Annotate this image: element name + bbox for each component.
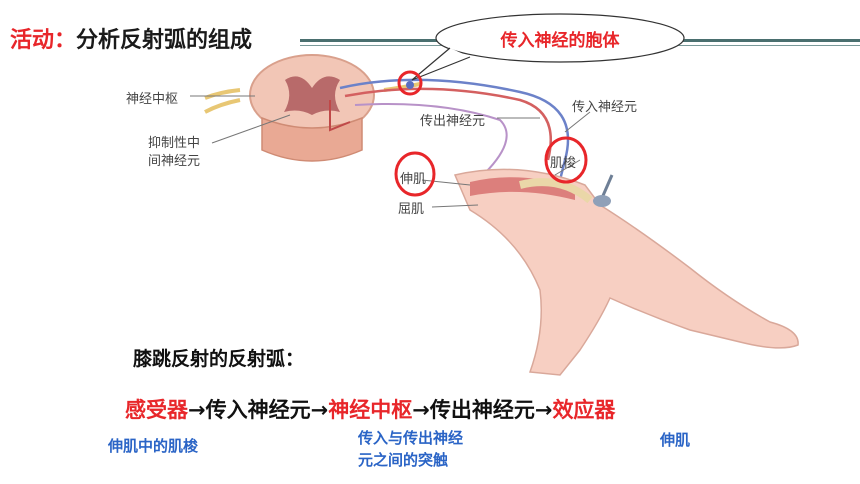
chain-arrow: →: [412, 398, 430, 422]
note-center-line1: 传入与传出神经: [358, 429, 464, 447]
highlight-circles: [394, 70, 588, 197]
chain-efferent: 传出神经元: [429, 398, 535, 422]
callout-bubble: [435, 13, 685, 63]
label-nerve-center: 神经中枢: [126, 92, 179, 107]
chain-arrow: →: [534, 398, 553, 422]
callout-pointer: [411, 47, 471, 81]
label-muscle-spindle: 肌梭: [550, 156, 577, 171]
spindle-highlight: [544, 136, 588, 184]
note-center-line2: 元之间的突触: [358, 451, 449, 469]
chain-arrow: →: [188, 398, 206, 422]
nerve-fibers: [329, 78, 570, 181]
chain-center: 神经中枢: [328, 398, 413, 422]
spinal-cord-section: [204, 54, 421, 162]
reflex-arc-chain: 感受器→传入神经元→神经中枢→传出神经元→效应器: [125, 394, 615, 424]
chain-receptor: 感受器: [125, 398, 188, 422]
label-flexor: 屈肌: [398, 202, 425, 217]
leg-illustration: [453, 168, 799, 376]
chain-arrow: →: [310, 398, 329, 422]
callout: 传入神经的胞体: [435, 10, 685, 62]
reflex-hammer-icon: [593, 174, 614, 207]
callout-text: 传入神经的胞体: [500, 31, 620, 51]
label-efferent-neuron: 传出神经元: [420, 114, 486, 129]
leader-lines: [190, 95, 591, 208]
slide-title: 活动：分析反射弧的组成: [10, 22, 252, 54]
label-inhibitory-line1: 抑制性中: [148, 136, 201, 151]
title-prefix: 活动：: [10, 28, 77, 53]
arc-heading: 膝跳反射的反射弧：: [133, 348, 305, 370]
label-inhibitory-line2: 间神经元: [148, 154, 201, 169]
chain-effector: 效应器: [552, 398, 616, 422]
note-effector: 伸肌: [660, 431, 691, 449]
label-extensor: 伸肌: [400, 172, 427, 187]
title-main: 分析反射弧的组成: [76, 28, 253, 53]
note-receptor: 伸肌中的肌梭: [108, 437, 199, 455]
label-afferent-neuron: 传入神经元: [572, 100, 638, 115]
extensor-highlight: [394, 151, 436, 197]
chain-afferent: 传入神经元: [205, 398, 311, 422]
cell-body-highlight: [397, 70, 423, 96]
